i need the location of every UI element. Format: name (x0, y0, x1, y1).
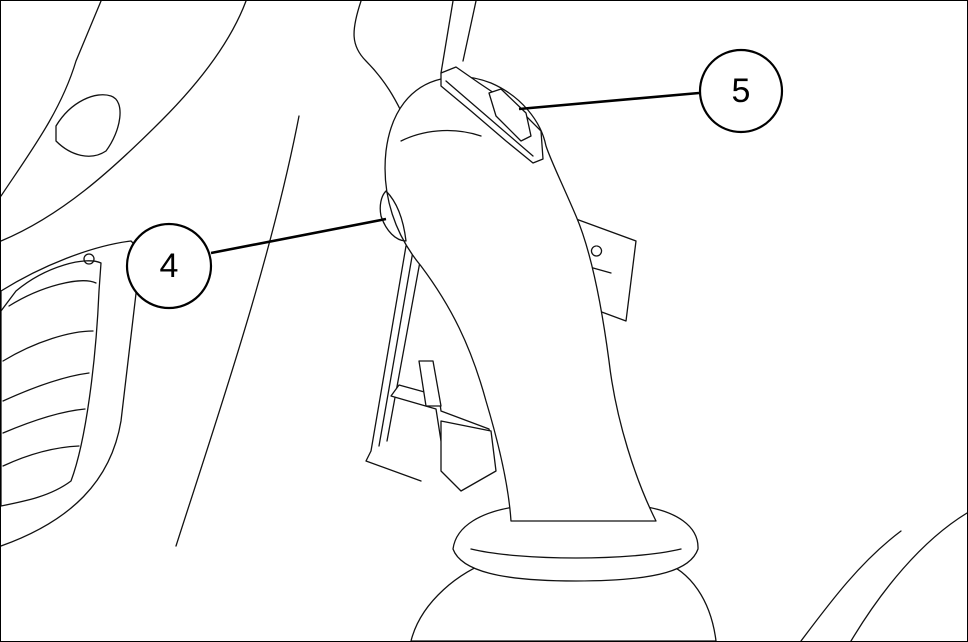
trigger-button (379, 190, 407, 242)
rocker-switch (440, 66, 544, 164)
console-rail (365, 245, 497, 492)
callout-4: 4 (125, 217, 387, 310)
screw-icon (83, 253, 95, 265)
vent-grille (1, 253, 102, 507)
background-lines (175, 1, 967, 641)
joystick-boot (410, 505, 717, 641)
callout-5: 5 (518, 48, 784, 134)
left-console-panel (1, 1, 247, 547)
callout-4-label: 4 (160, 247, 179, 285)
callout-5-label: 5 (732, 72, 751, 110)
joystick-handle (379, 76, 657, 522)
